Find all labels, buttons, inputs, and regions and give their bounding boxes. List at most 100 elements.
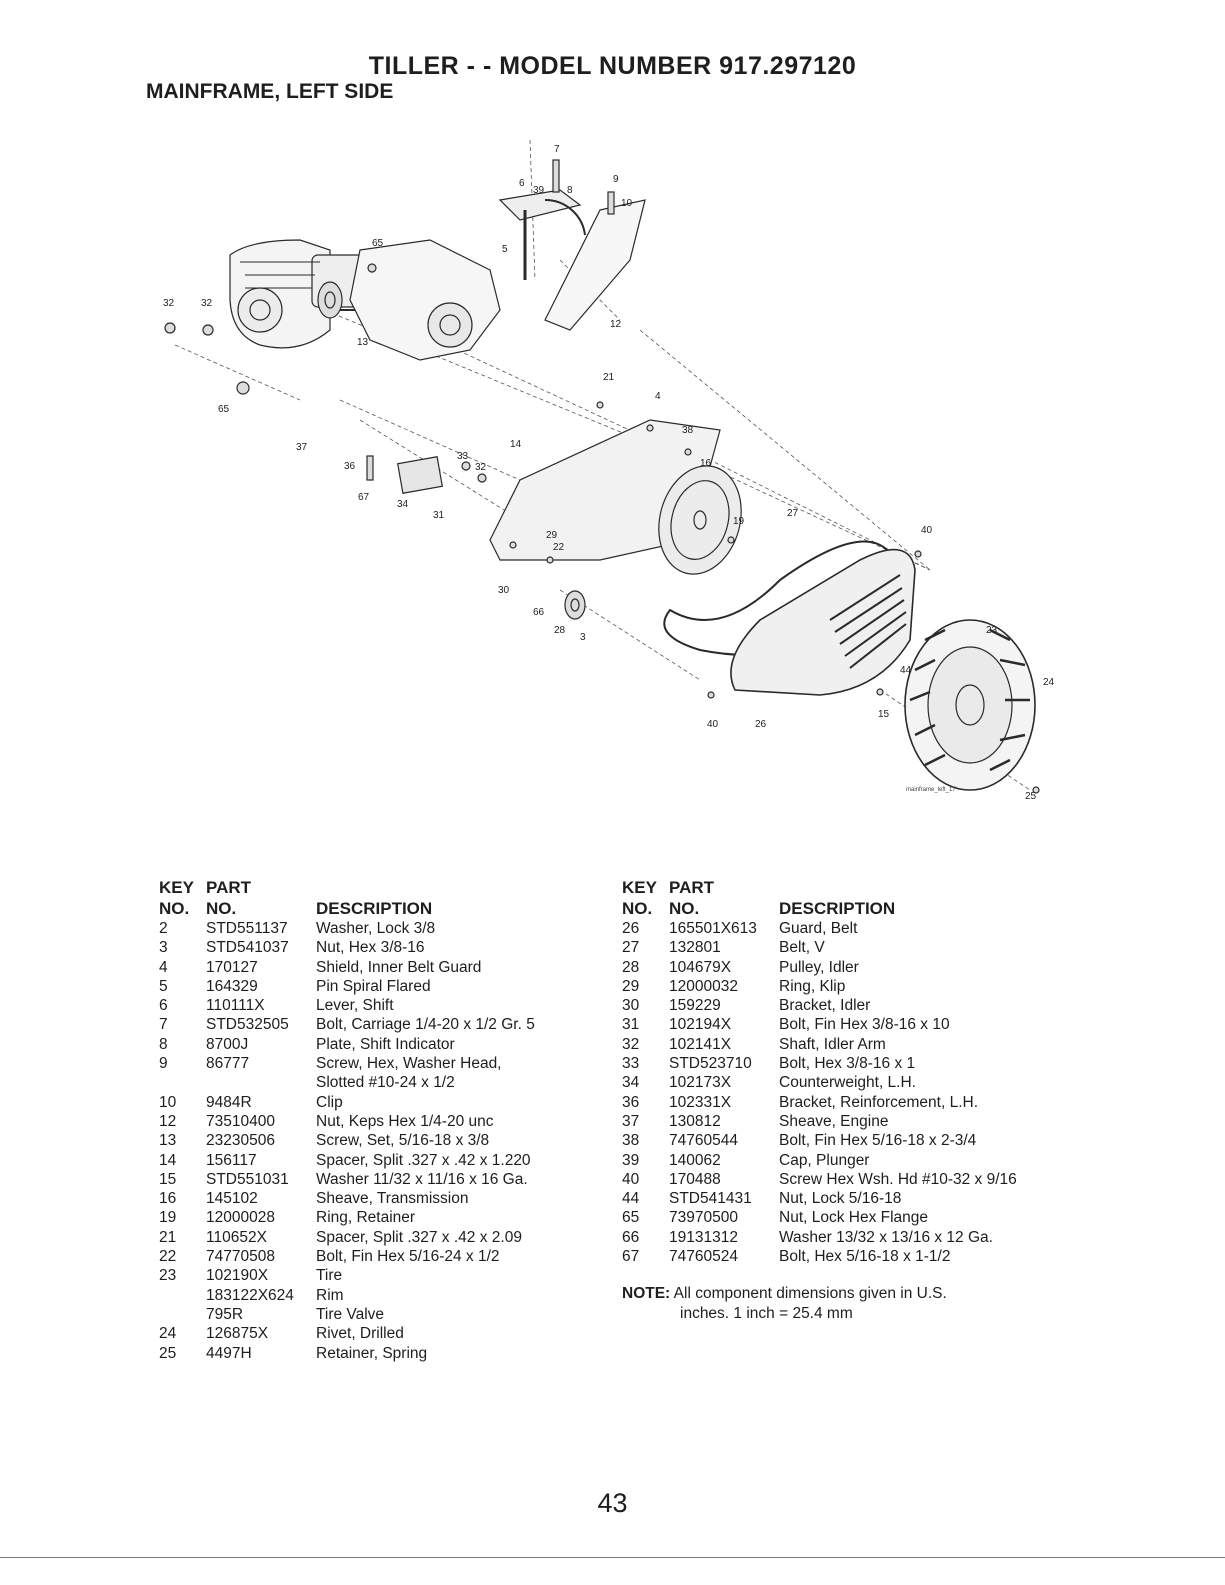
part-no: STD523710 (669, 1055, 752, 1073)
part-header: PART (206, 878, 252, 897)
part-description: Washer 13/32 x 13/16 x 12 Ga. (779, 1228, 993, 1246)
key-no: 39 (622, 1151, 640, 1169)
part-description: Washer, Lock 3/8 (316, 920, 436, 937)
parts-row: 4 170127 Shield, Inner Belt Guard (159, 958, 589, 977)
part-description: Belt, V (779, 939, 825, 957)
part-description: Rivet, Drilled (316, 1325, 404, 1343)
part-no: 795R (206, 1305, 244, 1323)
key-no (159, 1073, 206, 1092)
key-no: 21 (159, 1228, 177, 1246)
part-description: Cap, Plunger (779, 1151, 870, 1169)
part-no (206, 1073, 316, 1092)
key-no: 65 (622, 1209, 640, 1227)
page-title: TILLER - - MODEL NUMBER 917.297120 (368, 52, 857, 80)
key-no: 23 (159, 1267, 177, 1285)
part-no: 110652X (206, 1228, 267, 1246)
dimension-note: NOTE: All component dimensions given in … (622, 1284, 1072, 1323)
key-no: 67 (622, 1248, 640, 1266)
part-no: 110111X (206, 997, 265, 1015)
key-no: 14 (159, 1151, 177, 1169)
part-description: Lever, Shift (316, 997, 394, 1015)
key-header: KEY (622, 878, 657, 897)
part-description: Guard, Belt (779, 920, 858, 937)
callout: 9 (613, 174, 619, 185)
part-no: STD551031 (206, 1170, 289, 1188)
key-no: 31 (622, 1016, 640, 1034)
part-no: 86777 (206, 1055, 250, 1073)
figure-id: mainframe_left_17 (906, 787, 956, 793)
part-description: Bracket, Reinforcement, L.H. (779, 1093, 978, 1111)
callout: 29 (546, 530, 558, 541)
key-no: 29 (622, 977, 640, 995)
callout: 6 (519, 178, 525, 189)
section-subtitle: MAINFRAME, LEFT SIDE (146, 80, 394, 103)
callout: 34 (397, 499, 409, 510)
callout: 39 (533, 185, 545, 196)
part-no: 23230506 (206, 1132, 275, 1150)
counterweight-illustration (397, 456, 443, 494)
key-no: 15 (159, 1170, 177, 1188)
part-description: Sheave, Engine (779, 1112, 889, 1130)
part-description: Shield, Inner Belt Guard (316, 958, 482, 976)
key-no: 10 (159, 1093, 177, 1111)
page-number: 43 (597, 1488, 628, 1518)
table-header-row: KEY PART (622, 877, 1072, 898)
key-no: 27 (622, 939, 640, 957)
part-description: Nut, Lock Hex Flange (779, 1209, 929, 1227)
callout: 37 (296, 442, 308, 453)
part-header: NO. (669, 899, 700, 918)
shift-lever-illustration (498, 189, 586, 280)
callout: 33 (457, 451, 469, 462)
key-no: 34 (622, 1074, 640, 1092)
key-no: 13 (159, 1132, 177, 1150)
part-description: Bolt, Hex 3/8-16 x 1 (779, 1055, 916, 1073)
part-description: Nut, Lock 5/16-18 (779, 1190, 902, 1208)
part-no: 170127 (206, 958, 258, 976)
callout: 27 (787, 508, 799, 519)
key-no: 32 (622, 1035, 640, 1053)
bottom-rule (0, 1557, 1225, 1558)
table-header-row: KEY PART (159, 877, 589, 898)
callout: 40 (707, 719, 719, 730)
part-description: Ring, Retainer (316, 1209, 416, 1227)
key-no: 5 (159, 977, 168, 995)
parts-row: 21 110652X Spacer, Split .327 x .42 x 2.09 (159, 1228, 589, 1247)
fastener-illustrations (164, 159, 1040, 794)
part-description: Bolt, Carriage 1/4-20 x 1/2 Gr. 5 (316, 1016, 535, 1034)
key-no: 30 (622, 997, 640, 1015)
parts-row: 13 23230506 Screw, Set, 5/16-18 x 3/8 (159, 1131, 589, 1150)
key-header: NO. (622, 899, 653, 918)
key-no: 44 (622, 1190, 640, 1208)
part-description: Spacer, Split .327 x .42 x 2.09 (316, 1228, 522, 1246)
part-no: 132801 (669, 939, 721, 957)
part-description: Screw, Set, 5/16-18 x 3/8 (316, 1132, 490, 1150)
key-no: 38 (622, 1132, 640, 1150)
part-no: STD551137 (206, 920, 288, 937)
callout: 24 (1043, 677, 1055, 688)
exploded-parts-diagram: 7 6 39 8 9 10 5 65 32 32 12 13 21 4 38 6… (163, 139, 1055, 802)
part-description: Bolt, Hex 5/16-18 x 1-1/2 (779, 1248, 951, 1266)
part-no: 102173X (669, 1074, 732, 1092)
callout-labels: 7 6 39 8 9 10 5 65 32 32 12 13 21 4 38 6… (163, 144, 1055, 802)
key-no: 19 (159, 1209, 177, 1227)
callout: 19 (733, 516, 745, 527)
part-no: 9484R (206, 1093, 252, 1111)
callout: 23 (986, 625, 998, 636)
part-no: 145102 (206, 1190, 258, 1208)
part-no: 4497H (206, 1344, 252, 1362)
part-description: Screw, Hex, Washer Head, (316, 1055, 502, 1073)
key-no: 4 (159, 958, 168, 976)
